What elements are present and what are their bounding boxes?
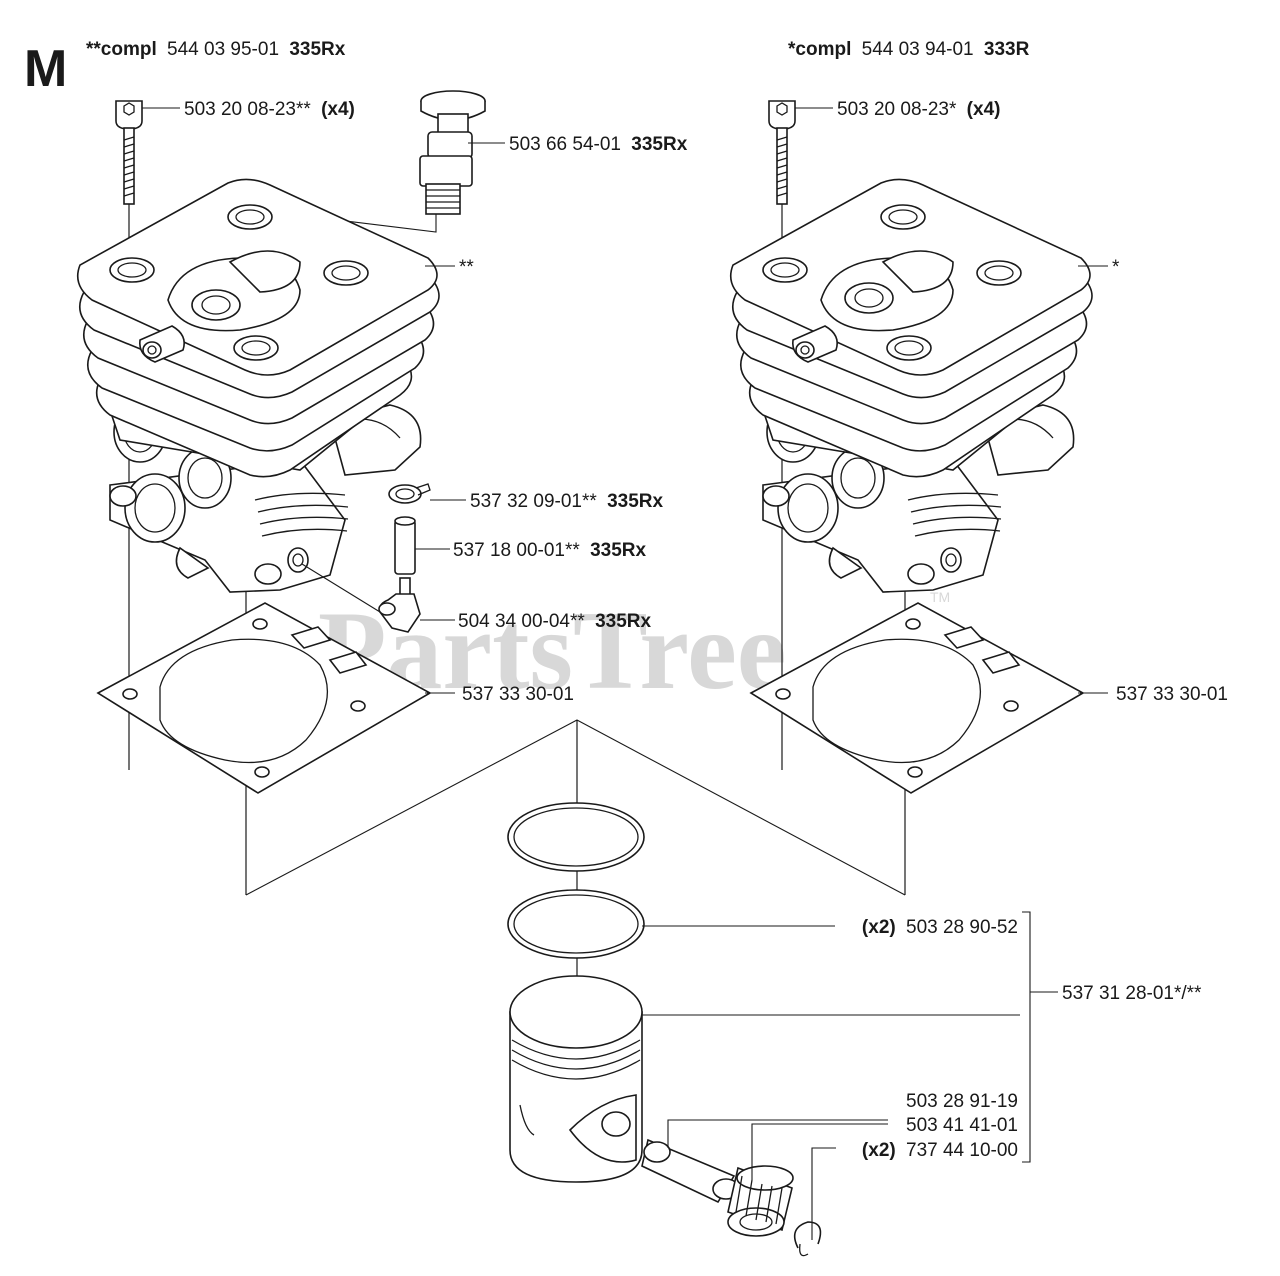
header-right: *compl 544 03 94-01 333R (788, 39, 1030, 60)
piston (509, 975, 643, 1183)
callout-piston-pin: 503 28 91-19 (906, 1091, 1018, 1112)
callout-gasket-left: 537 33 30-01 (462, 684, 574, 705)
hose-number: 537 18 00-01** (453, 540, 580, 561)
callout-cylinder-right: * (1112, 257, 1120, 278)
screw-left-number: 503 20 08-23** (184, 99, 311, 120)
header-left-model: 335Rx (289, 39, 345, 60)
header-right-number: 544 03 94-01 (862, 39, 974, 60)
screw-right-qty: (x4) (967, 99, 1001, 120)
circlip-lead (811, 1147, 836, 1240)
piston-ring-lower (507, 889, 645, 959)
pin-lead (667, 1119, 888, 1148)
decompression-valve (419, 90, 486, 215)
callout-gasket-right: 537 33 30-01 (1116, 684, 1228, 705)
callout-screw-left: 503 20 08-23** (x4) (184, 99, 355, 120)
gasket-right (749, 602, 1085, 794)
screw-right (768, 100, 796, 205)
piston-rings-number: 503 28 90-52 (906, 917, 1018, 938)
cylinder-left (76, 178, 440, 593)
fuel-hose (394, 516, 416, 575)
hose-model: 335Rx (590, 540, 646, 561)
header-left-prefix: **compl (86, 39, 157, 60)
callout-piston-rings: (x2) 503 28 90-52 (862, 917, 1018, 938)
section-letter: M (24, 40, 67, 98)
needle-bearing (727, 1165, 794, 1237)
fuel-nipple (378, 577, 421, 633)
callout-screw-right: 503 20 08-23* (x4) (837, 99, 1000, 120)
piston-pin (641, 1138, 740, 1204)
piston-kit-bracket (1022, 911, 1058, 1163)
decomp-valve-number: 503 66 54-01 (509, 134, 621, 155)
header-right-prefix: *compl (788, 39, 851, 60)
header-right-model: 333R (984, 39, 1030, 60)
clamp-number: 537 32 09-01** (470, 491, 597, 512)
callout-needle-bearing: 503 41 41-01 (906, 1115, 1018, 1136)
circlip-qty: (x2) (862, 1140, 896, 1161)
clamp-model: 335Rx (607, 491, 663, 512)
screw-left-qty: (x4) (321, 99, 355, 120)
hose-clamp (388, 483, 431, 504)
screw-left (115, 100, 143, 205)
bearing-lead (751, 1123, 888, 1180)
callout-cylinder-left: ** (459, 257, 474, 278)
decomp-valve-model: 335Rx (631, 134, 687, 155)
header-left-number: 544 03 95-01 (167, 39, 279, 60)
screw-right-number: 503 20 08-23* (837, 99, 957, 120)
callout-clamp: 537 32 09-01** 335Rx (470, 491, 663, 512)
watermark-tm: TM (930, 589, 950, 605)
nipple-model: 335Rx (595, 611, 651, 632)
callout-piston-kit: 537 31 28-01*/** (1062, 983, 1202, 1004)
cylinder-right (729, 178, 1093, 593)
piston-ring-upper (507, 802, 645, 872)
nipple-number: 504 34 00-04** (458, 611, 585, 632)
callout-nipple: 504 34 00-04** 335Rx (458, 611, 651, 632)
nipple-axis (301, 563, 381, 613)
circlip-number: 737 44 10-00 (906, 1140, 1018, 1161)
callout-circlip: (x2) 737 44 10-00 (862, 1140, 1018, 1161)
header-left: **compl 544 03 95-01 335Rx (86, 39, 346, 60)
callout-hose: 537 18 00-01** 335Rx (453, 540, 646, 561)
gasket-left (96, 602, 432, 794)
circlip (793, 1221, 822, 1257)
callout-decomp-valve: 503 66 54-01 335Rx (509, 134, 688, 155)
piston-rings-qty: (x2) (862, 917, 896, 938)
